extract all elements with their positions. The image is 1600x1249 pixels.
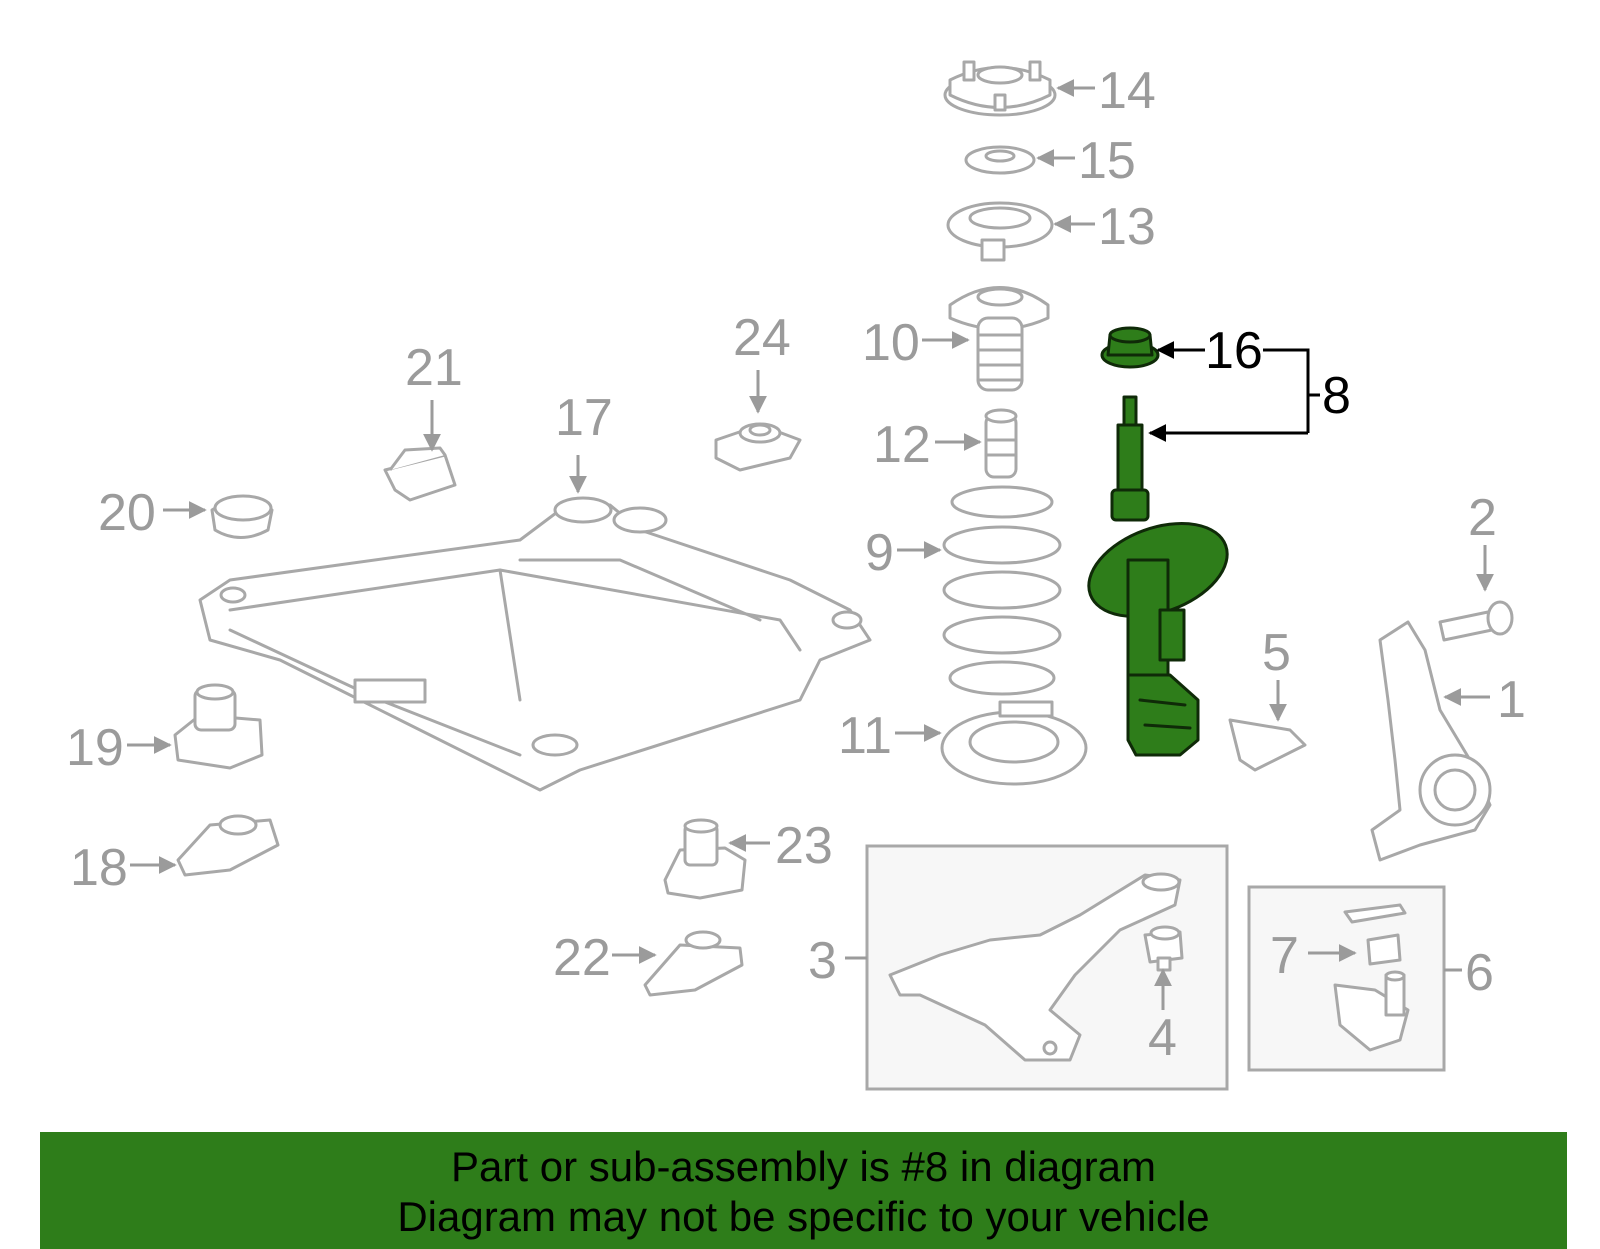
ball-joint-box <box>1247 885 1446 1072</box>
part-10-boot[interactable] <box>948 286 1050 392</box>
part-6-ball-joint-assembly[interactable] <box>1333 970 1410 1052</box>
part-5-shield[interactable] <box>1228 718 1307 772</box>
callout-23: 23 <box>775 817 833 875</box>
callout-7: 7 <box>1270 927 1299 985</box>
callout-3: 3 <box>808 932 837 990</box>
part-19-mount[interactable] <box>173 683 264 770</box>
parts-diagram: 14 15 13 10 12 9 11 17 24 21 20 19 18 23… <box>66 60 1526 1091</box>
part-20-bushing[interactable] <box>210 494 274 539</box>
part-22-mount[interactable] <box>643 930 744 997</box>
part-17-crossmember[interactable] <box>198 496 872 792</box>
part-24-mount[interactable] <box>714 422 802 472</box>
leader-lines <box>127 79 1494 1010</box>
banner-line-2: Diagram may not be specific to your vehi… <box>397 1193 1210 1240</box>
callout-10: 10 <box>862 314 920 372</box>
part-12-bump-stop[interactable] <box>984 408 1018 479</box>
callout-4: 4 <box>1148 1009 1177 1067</box>
callout-22: 22 <box>553 929 611 987</box>
callout-21: 21 <box>405 339 463 397</box>
part-21-bracket[interactable] <box>383 446 457 502</box>
part-1-knuckle[interactable] <box>1370 620 1492 862</box>
part-3-lower-control-arm[interactable] <box>888 872 1182 1062</box>
leader-lines-highlighted <box>1148 341 1320 442</box>
callout-12: 12 <box>873 416 931 474</box>
callout-labels: 14 15 13 10 12 9 11 17 24 21 20 19 18 23… <box>66 62 1526 1067</box>
callout-6: 6 <box>1465 944 1494 1002</box>
part-8-strut-assembly[interactable] <box>1076 395 1240 757</box>
part-15-bearing[interactable] <box>964 145 1036 175</box>
banner-line-1: Part or sub-assembly is #8 in diagram <box>451 1143 1156 1190</box>
part-18-mount[interactable] <box>176 814 280 877</box>
callout-24: 24 <box>733 309 791 367</box>
callout-13: 13 <box>1098 198 1156 256</box>
part-4-ball-joint[interactable] <box>1143 925 1184 972</box>
part-9-coil-spring[interactable] <box>942 485 1062 696</box>
part-23-mount[interactable] <box>663 818 747 900</box>
part-2-bolt[interactable] <box>1438 600 1514 642</box>
callout-18: 18 <box>70 839 128 897</box>
callout-14: 14 <box>1098 62 1156 120</box>
callout-16: 16 <box>1205 322 1263 380</box>
part-11-lower-spring-seat[interactable] <box>940 700 1088 786</box>
callout-19: 19 <box>66 719 124 777</box>
part-16-nut[interactable] <box>1100 326 1160 369</box>
callout-5: 5 <box>1262 624 1291 682</box>
info-banner: Part or sub-assembly is #8 in diagram Di… <box>40 1132 1567 1249</box>
part-7-nut-and-pin[interactable] <box>1343 903 1407 966</box>
callout-9: 9 <box>865 524 894 582</box>
callout-1: 1 <box>1497 671 1526 729</box>
callout-2: 2 <box>1468 489 1497 547</box>
callout-8: 8 <box>1322 367 1351 425</box>
part-14-strut-mount[interactable] <box>943 60 1057 117</box>
callout-20: 20 <box>98 484 156 542</box>
part-13-upper-spring-seat[interactable] <box>946 201 1054 262</box>
callout-11: 11 <box>838 707 892 765</box>
callout-17: 17 <box>555 389 613 447</box>
callout-15: 15 <box>1078 132 1136 190</box>
